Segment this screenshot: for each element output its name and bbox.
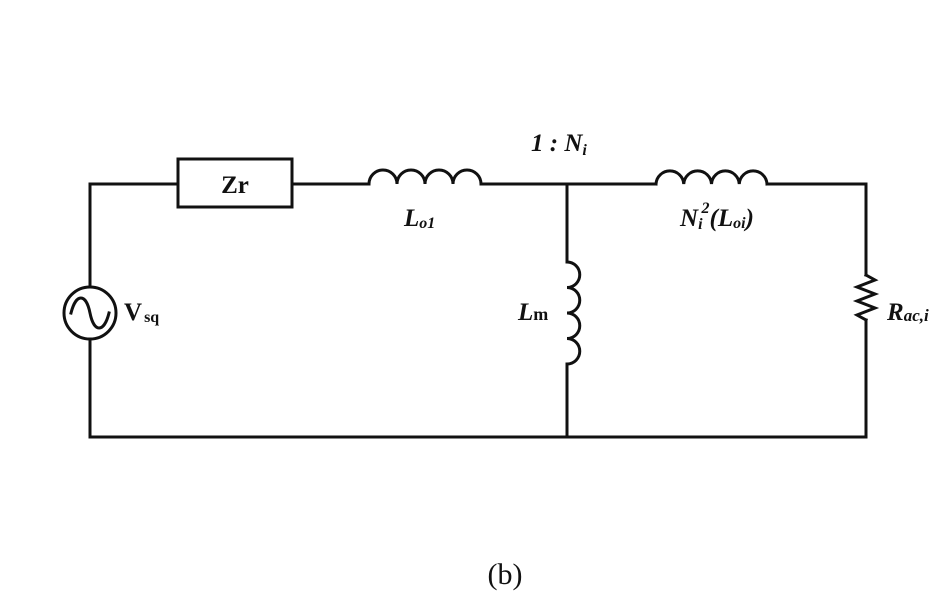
inductor-lo1 <box>367 168 483 186</box>
inductor-lm <box>565 260 582 366</box>
rac-label: Rac,i <box>886 299 929 326</box>
secondary-inductance-label: Ni2(Loi) <box>679 200 754 233</box>
ac-source-sine <box>69 296 111 330</box>
resistor-rac <box>852 272 880 323</box>
ac-source-circle <box>62 285 118 341</box>
turns-ratio-main: 1 : N <box>531 130 583 157</box>
sec-n-main: N <box>679 205 699 232</box>
turns-ratio-label: 1 : Ni <box>531 130 587 159</box>
ac-source <box>62 285 118 341</box>
inductor-secondary <box>654 169 769 186</box>
sec-sub: oi <box>733 215 746 232</box>
impedance-box <box>176 157 294 209</box>
rac-label-sub: ac,i <box>904 306 929 325</box>
lo1-label-sub: o1 <box>419 215 435 232</box>
impedance-label: Zr <box>221 172 249 199</box>
lm-label: Lm <box>517 299 548 326</box>
source-label-main: V <box>124 299 142 326</box>
lm-label-sub: m <box>533 304 548 324</box>
sec-n-sub: i <box>698 216 703 233</box>
rac-label-main: R <box>886 299 904 326</box>
lo1-label-main: L <box>403 205 419 232</box>
turns-ratio-sub: i <box>582 142 587 159</box>
lm-label-main: L <box>517 299 533 326</box>
figure-caption: (b) <box>488 558 523 591</box>
sec-close: ) <box>744 205 754 232</box>
sec-open: (L <box>710 205 734 232</box>
source-label-sub: sq <box>144 309 159 326</box>
sec-exp: 2 <box>701 200 710 217</box>
lo1-label: Lo1 <box>403 205 435 232</box>
